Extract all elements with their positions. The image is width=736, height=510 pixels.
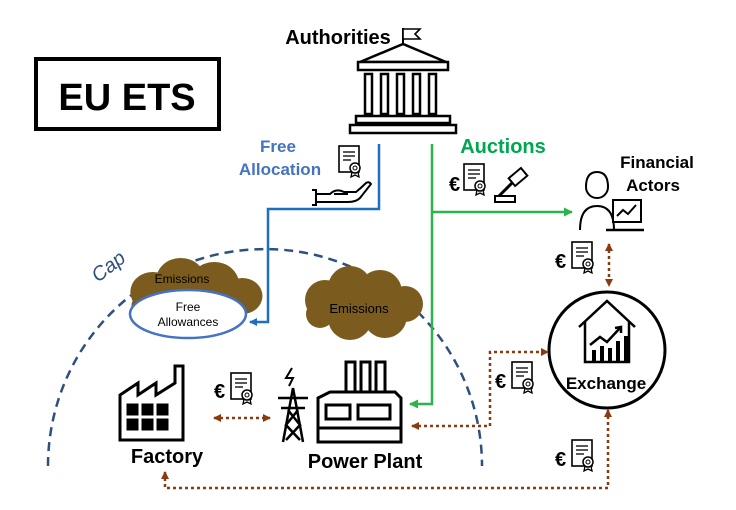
- free-allowances-cloud: [128, 288, 248, 340]
- person-laptop-icon: [579, 170, 644, 232]
- auction-to-power-flow: [409, 144, 434, 409]
- certificate-icon: [511, 361, 534, 394]
- authorities-label: Authorities: [285, 27, 391, 49]
- financial-actors-label-2: Actors: [626, 176, 680, 195]
- free-allowances-label-2: Allowances: [158, 315, 219, 329]
- title: EU ETS: [58, 77, 195, 119]
- euro-symbol-factory: €: [214, 381, 225, 403]
- gavel-icon: [494, 166, 529, 203]
- free-allowances-label-1: Free: [176, 300, 201, 314]
- pylon-icon: [278, 387, 308, 443]
- cap-arc: [46, 247, 484, 467]
- exchange-node: Exchange: [547, 290, 667, 410]
- emissions-label-factory: Emissions: [155, 272, 210, 286]
- factory-label: Factory: [131, 446, 204, 468]
- certificate-icon: [571, 439, 594, 472]
- power-plant-icon: [316, 360, 403, 444]
- euro-symbol-exchange: €: [555, 449, 566, 471]
- financial-actors-label-1: Financial: [620, 153, 694, 172]
- auctions-label: Auctions: [460, 136, 546, 158]
- exchange-label: Exchange: [566, 374, 646, 393]
- flag-icon: [402, 28, 422, 46]
- house-chart-icon: [578, 299, 636, 364]
- certificate-icon: [230, 372, 253, 405]
- power-plant-label: Power Plant: [308, 451, 423, 473]
- free-allocation-label-1: Free: [260, 137, 296, 156]
- free-allocation-flow: [249, 144, 381, 326]
- certificate-icon: [571, 241, 594, 274]
- cap-label: Cap: [88, 247, 130, 287]
- factory-exchange-trade: [161, 409, 612, 490]
- euro-symbol-auction: €: [449, 174, 460, 196]
- euro-symbol-financial: €: [555, 251, 566, 273]
- certificate-icon: [338, 145, 361, 178]
- giving-hand-icon: [312, 181, 373, 206]
- courthouse-icon: [348, 42, 458, 135]
- certificate-icon: [463, 163, 486, 196]
- free-allocation-label-2: Allocation: [239, 160, 321, 179]
- emissions-label-power: Emissions: [329, 301, 389, 316]
- factory-icon: [118, 364, 185, 442]
- lightning-icon: [284, 367, 295, 387]
- euro-symbol-power: €: [495, 371, 506, 393]
- title-box: EU ETS: [34, 57, 221, 131]
